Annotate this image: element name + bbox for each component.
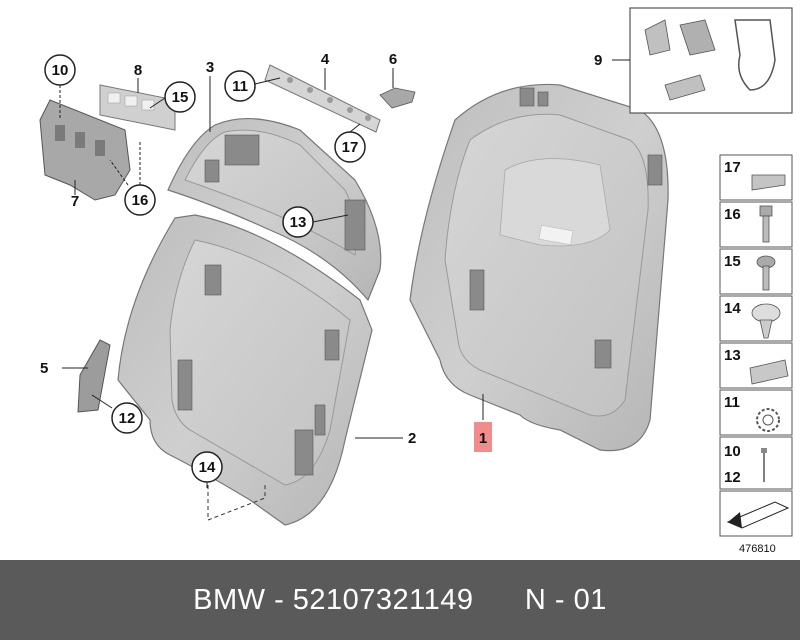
svg-text:11: 11	[232, 78, 248, 95]
callout-13[interactable]: 13	[282, 206, 349, 238]
callout-10[interactable]: 10	[44, 54, 76, 120]
part-1-highlight	[474, 422, 492, 452]
callout-14[interactable]: 14	[191, 451, 223, 488]
part-8-grid-plate[interactable]	[99, 78, 176, 131]
svg-text:12: 12	[119, 410, 136, 427]
legend-item-16[interactable]: 16	[719, 201, 793, 248]
svg-text:17: 17	[724, 159, 741, 176]
label-5[interactable]: 5	[40, 360, 48, 377]
diagram-number: 476810	[739, 543, 776, 555]
svg-text:16: 16	[132, 192, 149, 209]
legend-item-10-12[interactable]: 10 12	[719, 436, 793, 490]
svg-text:15: 15	[724, 253, 741, 270]
svg-text:10: 10	[724, 443, 741, 460]
part-number-caption: BMW - 52107321149 N - 01	[193, 583, 607, 616]
label-1[interactable]: 1	[479, 430, 487, 447]
legend-arrow-box[interactable]	[719, 490, 793, 537]
svg-text:14: 14	[199, 459, 216, 476]
callout-15[interactable]: 15	[149, 81, 196, 113]
legend-item-17[interactable]: 17	[719, 154, 793, 201]
svg-text:12: 12	[724, 469, 741, 486]
part-2-lower-shell[interactable]	[117, 214, 403, 526]
footer-bar: BMW - 52107321149 N - 01	[0, 560, 800, 640]
label-4[interactable]: 4	[321, 51, 330, 68]
label-2[interactable]: 2	[408, 430, 416, 447]
callout-12[interactable]: 12	[111, 402, 143, 434]
part-1-backrest-panel[interactable]	[409, 83, 669, 452]
part-4-trim-strip[interactable]	[264, 64, 381, 133]
parts-diagram: 1 2 3 4	[39, 7, 793, 555]
part-9-clip-set[interactable]	[612, 7, 793, 114]
svg-text:16: 16	[724, 206, 741, 223]
svg-text:10: 10	[52, 62, 69, 79]
label-8[interactable]: 8	[134, 62, 142, 79]
svg-text:11: 11	[724, 394, 740, 411]
svg-text:17: 17	[342, 139, 359, 156]
label-9[interactable]: 9	[594, 52, 602, 69]
legend-item-14[interactable]: 14	[719, 295, 793, 342]
legend-item-13[interactable]: 13	[719, 342, 793, 389]
label-6[interactable]: 6	[389, 51, 397, 68]
callout-17[interactable]: 17	[334, 123, 366, 163]
svg-text:14: 14	[724, 300, 741, 317]
part-6-clip[interactable]	[379, 68, 416, 109]
legend-item-11[interactable]: 11	[719, 389, 793, 436]
callout-16[interactable]: 16	[109, 140, 156, 216]
legend: 17 16 15 14 13 11	[719, 154, 793, 555]
svg-text:13: 13	[724, 347, 741, 364]
label-3[interactable]: 3	[206, 59, 214, 76]
svg-text:13: 13	[290, 214, 307, 231]
callout-11[interactable]: 11	[224, 70, 281, 102]
legend-item-15[interactable]: 15	[719, 248, 793, 295]
svg-text:15: 15	[172, 89, 189, 106]
part-7-bracket-assembly[interactable]	[39, 99, 131, 201]
part-5-side-bracket[interactable]	[62, 339, 113, 413]
label-7[interactable]: 7	[71, 193, 79, 210]
